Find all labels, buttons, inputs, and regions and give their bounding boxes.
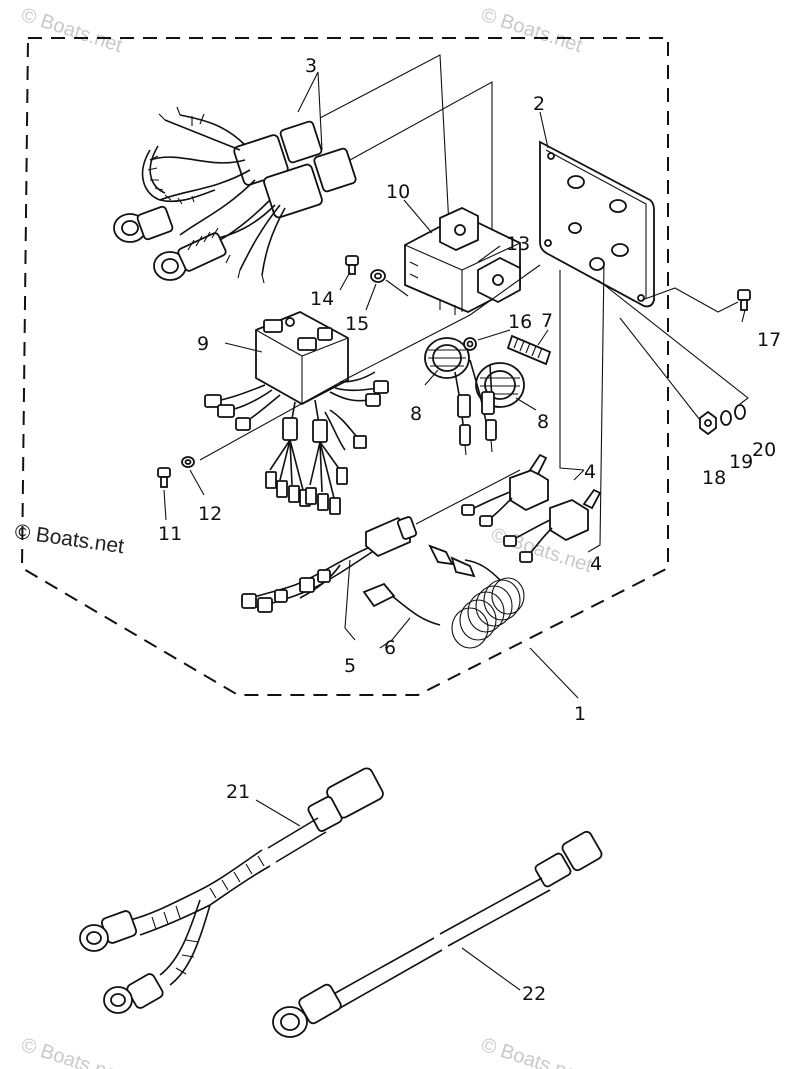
leader-part-10 [403, 199, 433, 234]
leader-harness-upper [319, 54, 451, 246]
leader-part-4a [573, 469, 585, 481]
leader-part-4a-to-plate [559, 270, 585, 471]
leader-part-13 [477, 245, 501, 263]
watermark-bottom-left: © Boats.net [18, 1034, 125, 1069]
line-nut-to-plate [597, 279, 749, 405]
label-part-6: 6 [384, 637, 396, 659]
leader-part-11 [163, 489, 167, 521]
label-part-14: 14 [310, 288, 334, 310]
toggle-switch-part-4a [461, 453, 549, 527]
extension-cable-part-22 [272, 830, 603, 1038]
leader-part-22 [461, 947, 521, 991]
leader-part-3 [297, 71, 323, 151]
label-part-4b: 4 [590, 553, 602, 575]
label-part-21: 21 [226, 781, 250, 803]
watermark-main: © Boats.net [13, 520, 125, 558]
leader-part-8a [424, 369, 439, 386]
label-part-17: 17 [757, 329, 781, 351]
label-part-12: 12 [198, 503, 222, 525]
part-labels: 3 2 10 13 14 15 9 16 7 8 8 17 18 19 20 4… [158, 55, 781, 1005]
label-part-20: 20 [752, 439, 776, 461]
leader-part-9 [224, 342, 263, 353]
label-part-1: 1 [574, 703, 586, 725]
leader-part-1 [529, 647, 579, 699]
nut-part-18 [699, 410, 717, 436]
label-part-22: 22 [522, 983, 546, 1005]
label-part-15: 15 [345, 313, 369, 335]
mounting-plate-part-2 [539, 140, 655, 308]
leader-part-7 [537, 329, 549, 346]
watermark-bottom-right: © Boats.net [478, 1034, 585, 1069]
label-part-13: 13 [506, 233, 530, 255]
leader-harness-lower [349, 81, 493, 265]
leader-part-2 [539, 111, 549, 149]
label-part-8b: 8 [537, 411, 549, 433]
harness-part-5 [241, 516, 418, 613]
screw-part-17 [737, 289, 751, 311]
leader-part-8b [515, 397, 537, 411]
label-part-16: 16 [508, 311, 532, 333]
washer-part-19 [720, 410, 732, 426]
bolt-part-14 [345, 255, 359, 275]
washer-part-12 [181, 456, 195, 468]
label-part-5: 5 [344, 655, 356, 677]
line-box-to-plate [199, 264, 541, 461]
control-box-part-9 [204, 311, 389, 515]
screw-part-11 [157, 467, 171, 488]
leader-part-17 [741, 309, 746, 323]
leader-part-21 [255, 799, 301, 827]
extension-harness-part-21 [79, 767, 384, 1014]
leader-part-14 [339, 271, 351, 291]
leader-part-4b-to-plate [587, 261, 605, 553]
watermark-top-right: © Boats.net [478, 4, 585, 57]
line-screw-to-plate [641, 287, 739, 313]
harness-connectors-part-3 [113, 106, 357, 284]
leader-part-16 [477, 329, 511, 341]
washer-part-20 [734, 404, 746, 420]
leader-part-12 [189, 469, 205, 496]
assembly-boundary [20, 37, 669, 696]
label-part-2: 2 [533, 93, 545, 115]
coils-part-8 [424, 337, 525, 456]
leader-part-6 [379, 617, 411, 649]
leader-part-15 [365, 283, 377, 311]
coiled-cord-part-6 [362, 544, 525, 649]
washer-part-15 [370, 269, 386, 283]
label-part-3: 3 [305, 55, 317, 77]
label-part-7: 7 [541, 310, 553, 332]
label-part-8a: 8 [410, 403, 422, 425]
label-part-18: 18 [702, 467, 726, 489]
label-part-4a: 4 [584, 461, 596, 483]
label-part-9: 9 [197, 333, 209, 355]
clip-part-16 [463, 337, 477, 351]
toggle-switch-part-4b [503, 488, 602, 563]
line-nut-to-plate-2 [619, 317, 701, 421]
line-harness-to-switch [415, 469, 521, 525]
label-part-10: 10 [386, 181, 410, 203]
bracket-part-10 [404, 207, 521, 315]
leader-part-5 [344, 559, 356, 641]
label-part-19: 19 [729, 451, 753, 473]
label-part-11: 11 [158, 523, 182, 545]
grommet-part-7 [506, 334, 552, 366]
line-washer-to-bracket [385, 279, 409, 297]
watermark-top-left: © Boats.net [18, 4, 125, 57]
